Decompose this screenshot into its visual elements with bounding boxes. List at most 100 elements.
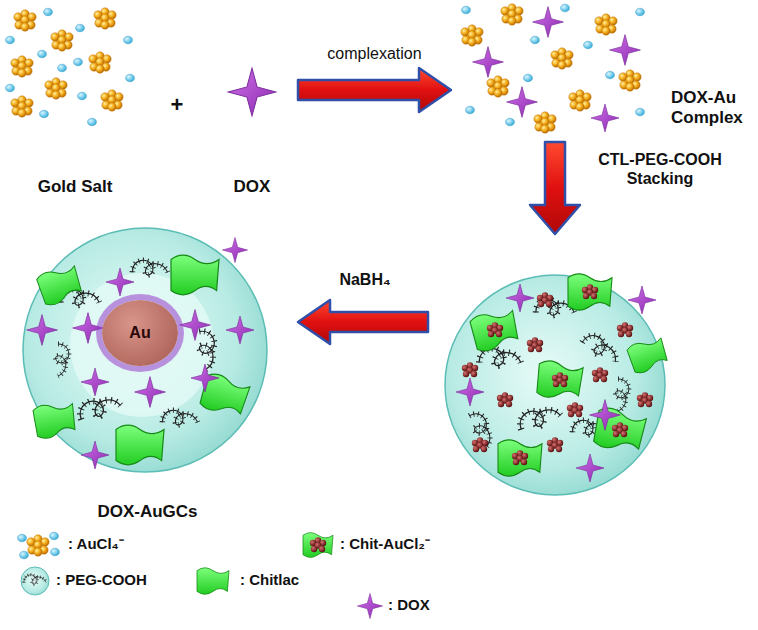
illustration-part bbox=[619, 70, 641, 91]
illustration-part bbox=[534, 112, 556, 133]
illustration-part bbox=[590, 400, 621, 431]
illustration-part bbox=[606, 71, 615, 79]
arrow-label: complexation bbox=[327, 44, 421, 63]
illustration-part bbox=[537, 360, 584, 400]
illustration-part bbox=[498, 440, 542, 476]
illustration-part bbox=[222, 237, 247, 262]
illustration-part bbox=[357, 593, 382, 618]
illustration-part bbox=[6, 36, 15, 44]
illustration-part bbox=[162, 410, 197, 424]
illustration-part bbox=[552, 372, 568, 387]
illustration-part bbox=[497, 392, 513, 407]
illustration-part bbox=[106, 268, 134, 296]
illustration-part bbox=[81, 441, 109, 469]
illustration-part bbox=[530, 142, 580, 234]
illustration-part bbox=[461, 25, 483, 46]
illustration-part bbox=[78, 92, 87, 100]
illustration-part bbox=[487, 322, 503, 337]
illustration-part bbox=[298, 300, 428, 344]
illustration-part bbox=[303, 533, 333, 558]
illustration-part bbox=[576, 454, 604, 482]
stacked-sphere bbox=[445, 274, 670, 495]
illustration-part bbox=[595, 14, 617, 35]
illustration-part bbox=[487, 76, 509, 97]
illustration-part bbox=[561, 4, 570, 12]
illustration-part bbox=[56, 344, 69, 376]
illustration-part bbox=[197, 329, 219, 370]
illustration-part bbox=[506, 284, 534, 312]
node-label: DOX-Au Complex bbox=[671, 88, 751, 129]
illustration-part bbox=[527, 337, 543, 352]
illustration-part bbox=[310, 537, 326, 552]
illustration-part bbox=[74, 58, 83, 66]
illustration-part bbox=[180, 310, 211, 341]
illustration-part bbox=[21, 567, 49, 595]
illustration-part bbox=[507, 87, 538, 118]
legend-icons bbox=[18, 532, 383, 618]
illustration-part bbox=[637, 392, 653, 407]
illustration-part bbox=[11, 96, 33, 117]
illustration-part bbox=[101, 90, 123, 111]
illustration-part bbox=[51, 30, 73, 51]
illustration-part bbox=[126, 74, 135, 82]
illustration-part bbox=[24, 575, 46, 584]
illustration-part bbox=[612, 422, 628, 437]
reactant-group: Gold Salt bbox=[5, 5, 145, 197]
illustration-part bbox=[567, 402, 583, 417]
drug-molecule: DOX bbox=[212, 45, 292, 197]
nanocluster-figure bbox=[23, 228, 267, 472]
dox-au-complex-figure bbox=[461, 4, 645, 133]
illustration-part bbox=[592, 367, 608, 382]
illustration-part bbox=[581, 331, 622, 364]
illustration-part bbox=[628, 286, 656, 314]
illustration-part bbox=[517, 402, 562, 432]
step-label: NaBH₄ bbox=[325, 270, 405, 289]
illustration-part bbox=[89, 52, 111, 73]
gold-core: Au bbox=[102, 300, 178, 366]
illustration-part bbox=[582, 284, 598, 299]
illustration-part bbox=[45, 78, 67, 99]
illustration-part bbox=[462, 6, 471, 14]
plus-sign: + bbox=[162, 92, 192, 118]
legend-text: : PEG-COOH bbox=[56, 571, 147, 589]
illustration-part bbox=[462, 362, 478, 377]
illustration-part bbox=[44, 8, 53, 16]
illustration-part bbox=[11, 56, 33, 77]
illustration-part bbox=[551, 48, 573, 69]
illustration-part bbox=[466, 106, 475, 114]
legend-text: : Chit-AuCl₂⁻ bbox=[340, 535, 430, 553]
illustration-part bbox=[27, 535, 49, 556]
illustration-part bbox=[50, 532, 59, 540]
illustration-part bbox=[469, 307, 521, 353]
illustration-part bbox=[616, 379, 629, 411]
illustration-part bbox=[473, 47, 504, 78]
illustration-part bbox=[116, 425, 164, 465]
illustration-part bbox=[23, 228, 267, 472]
node-label: DOX bbox=[234, 177, 271, 197]
nanocluster-sphere: DOX-AuGCsAu bbox=[15, 228, 280, 522]
illustration-part bbox=[569, 90, 591, 111]
illustration-part bbox=[636, 108, 645, 116]
illustration-part bbox=[617, 322, 633, 337]
illustration-part bbox=[171, 255, 219, 295]
illustration-part bbox=[636, 8, 645, 16]
illustration-part bbox=[568, 274, 612, 310]
illustration-part bbox=[76, 24, 85, 32]
illustration-part bbox=[14, 10, 36, 31]
illustration-part bbox=[132, 260, 167, 274]
illustration-part bbox=[73, 313, 104, 344]
illustration-part bbox=[40, 110, 49, 118]
illustration-part bbox=[94, 8, 116, 29]
illustration-part bbox=[27, 315, 58, 346]
illustration-part bbox=[135, 377, 166, 408]
illustration-part bbox=[547, 437, 563, 452]
node-label: Au bbox=[129, 323, 150, 342]
illustration-part bbox=[191, 364, 219, 392]
legend-text: : AuCl₄⁻ bbox=[68, 535, 124, 553]
illustration-part bbox=[591, 104, 619, 132]
illustration-part bbox=[524, 74, 533, 82]
illustration-part bbox=[36, 263, 85, 308]
illustration-part bbox=[537, 292, 553, 307]
illustration-part bbox=[18, 534, 27, 542]
